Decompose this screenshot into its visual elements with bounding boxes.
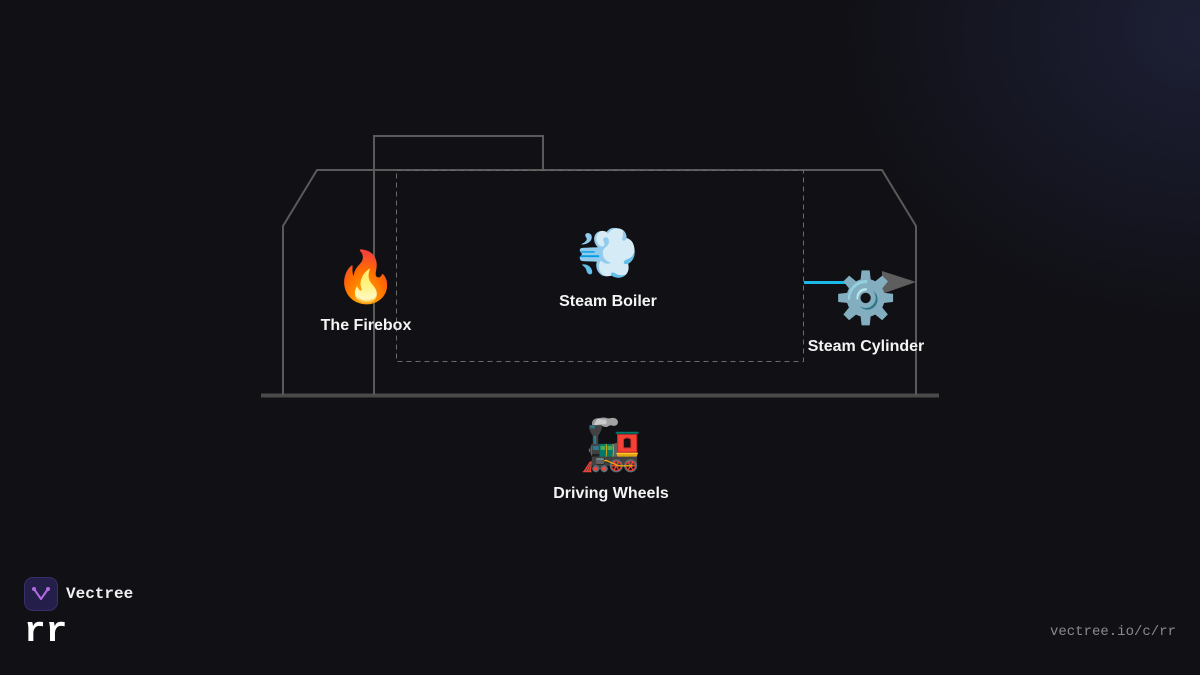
boiler-dashed-region (396, 170, 804, 362)
node-firebox: 🔥 The Firebox (321, 247, 412, 335)
gear-icon: ⚙️ (834, 269, 898, 327)
brand-name: Vectree (66, 585, 134, 603)
vectree-logo-icon (24, 577, 58, 611)
steam-icon: 💨 (576, 224, 640, 282)
node-cylinder: ⚙️ Steam Cylinder (808, 268, 924, 356)
node-label: Steam Boiler (559, 293, 657, 310)
cab-outline (373, 135, 544, 395)
fire-icon: 🔥 (334, 248, 398, 306)
node-wheels: 🚂 Driving Wheels (553, 415, 669, 503)
channel-url[interactable]: vectree.io/c/rr (1049, 624, 1176, 640)
node-label: Steam Cylinder (807, 338, 925, 355)
locomotive-icon: 🚂 (579, 416, 643, 474)
brand: Vectree (24, 577, 133, 611)
exhaust-arrow (882, 271, 916, 294)
channel-handle: rr (24, 611, 68, 652)
node-boiler: 💨 Steam Boiler (559, 223, 657, 311)
node-label: The Firebox (320, 317, 412, 334)
node-label: Driving Wheels (553, 485, 669, 502)
